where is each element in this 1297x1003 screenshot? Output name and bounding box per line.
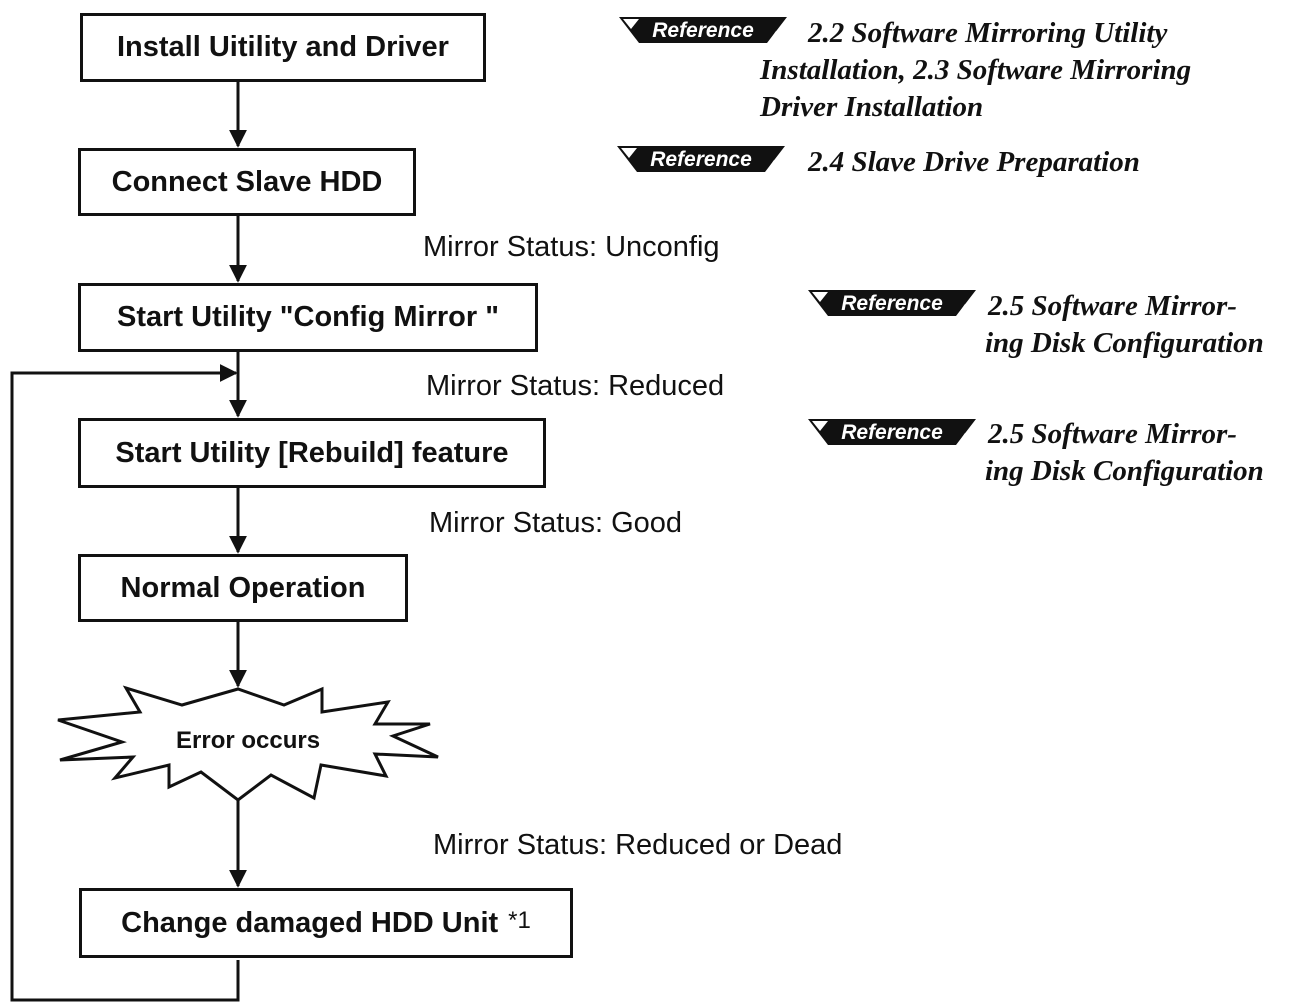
footnote-marker: *1 — [508, 907, 531, 934]
step-install-label: Install Uitility and Driver — [117, 31, 449, 63]
error-burst — [57, 685, 439, 802]
reference-badge-text: Reference — [841, 292, 943, 315]
status-good: Mirror Status: Good — [429, 507, 683, 539]
status-reduced: Mirror Status: Reduced — [426, 370, 725, 402]
reference-badge-icon: Reference — [619, 17, 787, 43]
step-connect-label: Connect Slave HDD — [111, 165, 383, 198]
reference-line: 2.5 Software Mirror- — [988, 290, 1237, 322]
reference-line: 2.5 Software Mirror- — [988, 418, 1237, 450]
step-config-label: Start Utility "Config Mirror " — [117, 301, 499, 333]
step-connect-slave-hdd: Connect Slave HDD — [78, 148, 416, 216]
reference-badge-text: Reference — [652, 19, 754, 42]
reference-line: ing Disk Configuration — [985, 327, 1264, 359]
reference-badge-icon: Reference — [808, 290, 976, 316]
error-occurs-label: Error occurs — [176, 727, 321, 754]
step-normal-label: Normal Operation — [120, 571, 366, 604]
step-change-damaged-hdd: Change damaged HDD Unit *1 — [79, 888, 573, 958]
reference-line: Driver Installation — [760, 91, 984, 123]
reference-line: 2.2 Software Mirroring Utility — [808, 17, 1168, 49]
step-normal-operation: Normal Operation — [78, 554, 408, 622]
reference-line: ing Disk Configuration — [985, 455, 1264, 487]
status-reduced-or-dead: Mirror Status: Reduced or Dead — [433, 829, 843, 861]
reference-badge-icon: Reference — [808, 419, 976, 445]
step-rebuild-label: Start Utility [Rebuild] feature — [115, 436, 509, 469]
reference-badge-text: Reference — [650, 148, 752, 171]
step-config-mirror: Start Utility "Config Mirror " — [78, 283, 538, 352]
step-install-utility-driver: Install Uitility and Driver — [80, 13, 486, 82]
reference-line: 2.4 Slave Drive Preparation — [808, 146, 1140, 178]
step-change-label: Change damaged HDD Unit — [121, 906, 499, 939]
reference-line: Installation, 2.3 Software Mirroring — [760, 54, 1192, 86]
step-rebuild-feature: Start Utility [Rebuild] feature — [78, 418, 546, 488]
reference-badge-text: Reference — [841, 421, 943, 444]
reference-badge-icon: Reference — [617, 146, 785, 172]
status-unconfig: Mirror Status: Unconfig — [423, 231, 720, 263]
loop-back-arrow — [10, 364, 240, 1002]
